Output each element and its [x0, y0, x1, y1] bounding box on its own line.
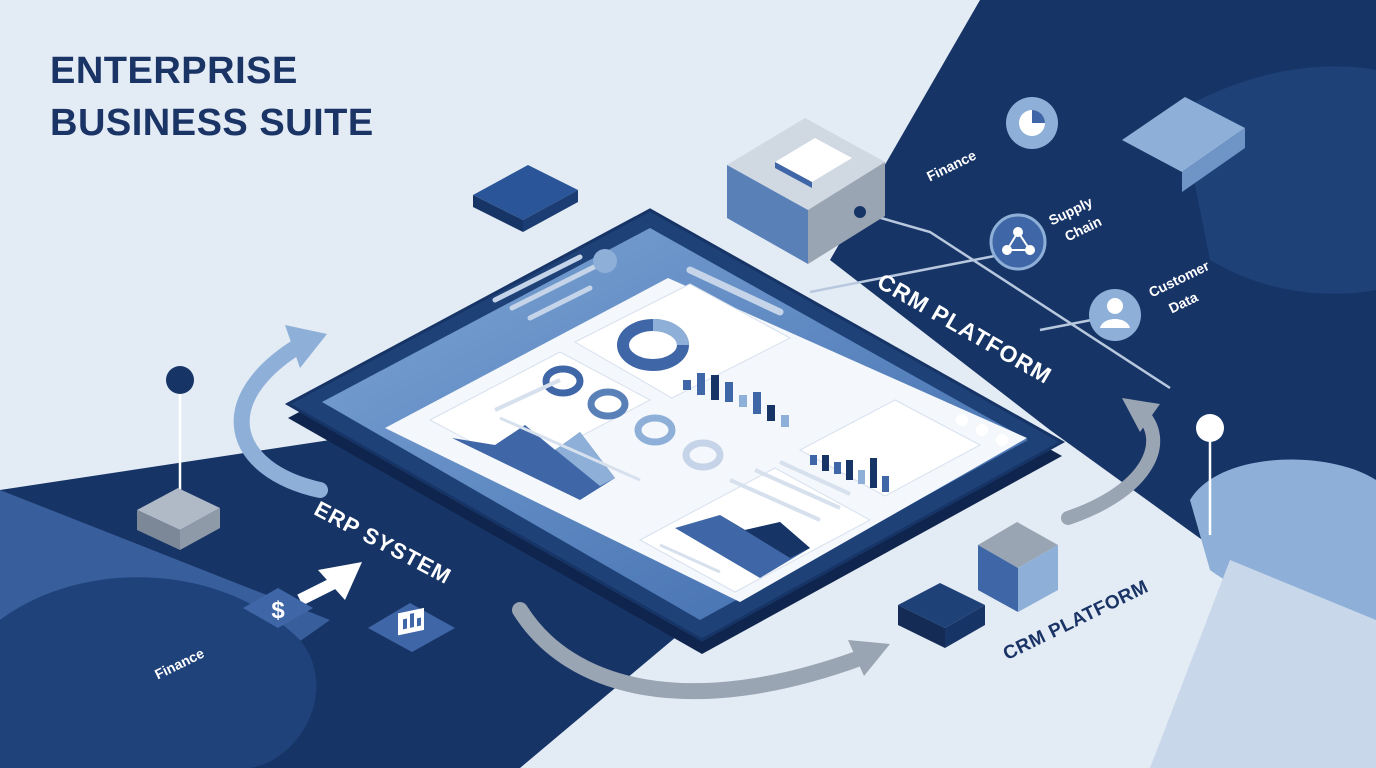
tablet-device	[284, 208, 1066, 654]
arrow-head-right	[1122, 398, 1160, 432]
arrow-head-bottom	[848, 640, 890, 676]
block-navy-top-left	[473, 165, 578, 232]
network-icon	[989, 213, 1047, 271]
cube-top-center	[727, 118, 885, 264]
arrow-curve-left	[233, 337, 328, 498]
pie-chart-icon	[1006, 97, 1058, 149]
background-light-blob-right	[1190, 459, 1376, 640]
pin-right-head	[1196, 414, 1224, 442]
block-navy-bottom	[898, 583, 985, 648]
block-light-top-right	[1122, 97, 1245, 192]
arrow-curve-bottom	[512, 602, 868, 700]
cube-right-lower	[978, 522, 1058, 612]
background-blob-left	[0, 577, 317, 768]
arrow-curve-right	[1061, 405, 1161, 525]
user-icon	[1089, 289, 1141, 341]
page-title-line-1: ENTERPRISE	[50, 50, 298, 92]
arrow-head-left	[285, 325, 327, 368]
pin-left-head	[166, 366, 194, 394]
background-pale-wedge	[1150, 560, 1376, 768]
page-title-line-2: BUSINESS SUITE	[50, 102, 374, 144]
arrow-white-head	[318, 562, 362, 600]
connector-supply-chain	[809, 250, 1016, 294]
dollar-icon: $	[243, 588, 313, 628]
report-icon	[368, 603, 455, 652]
svg-text:$: $	[271, 597, 285, 624]
block-gray-left	[137, 488, 220, 550]
connector-crm-top	[859, 210, 1171, 390]
